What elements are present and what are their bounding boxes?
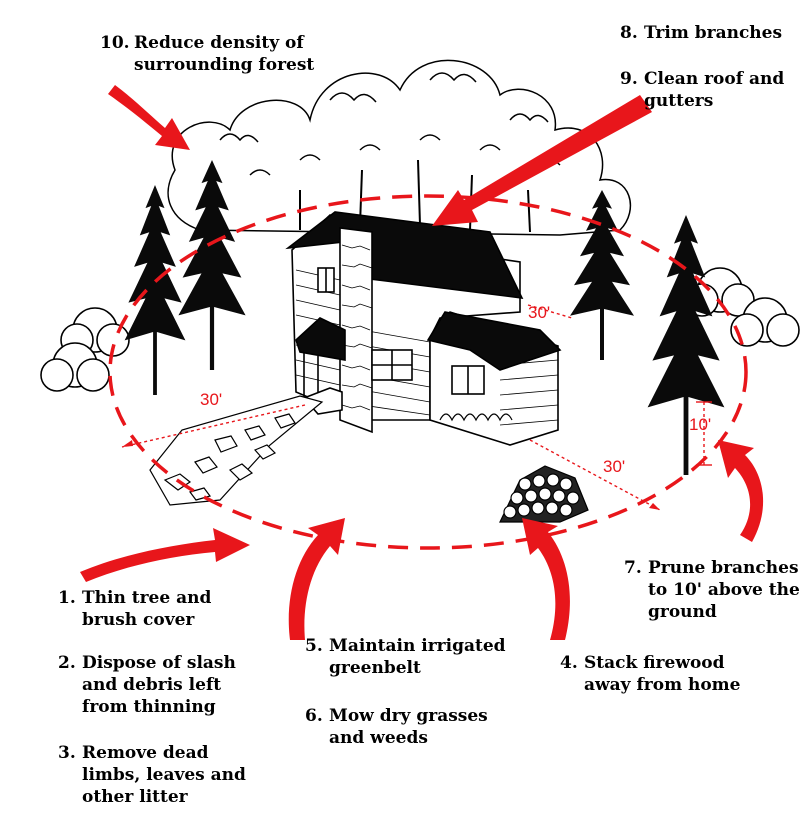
- step-number: 2.: [58, 653, 76, 673]
- step-4-label: 4. Stack firewood away from home: [560, 652, 740, 696]
- step-8-label: 8. Trim branches: [620, 22, 782, 44]
- step-number: 10.: [100, 33, 130, 53]
- step-line: Trim branches: [644, 23, 783, 43]
- step-number: 4.: [560, 653, 578, 673]
- house: [285, 211, 562, 446]
- step-number: 9.: [620, 69, 638, 89]
- defensible-space-boundary: [108, 194, 748, 550]
- step-5-label: 5. Maintain irrigated greenbelt: [305, 635, 506, 679]
- step-6-label: 6. Mow dry grasses and weeds: [305, 705, 488, 749]
- back-distance-label: 30': [528, 303, 550, 322]
- step-2-label: 2. Dispose of slash and debris left from …: [58, 652, 236, 718]
- step-line: ground: [648, 602, 717, 622]
- step-10-label: 10.Reduce density of surrounding forest: [100, 32, 314, 76]
- step-number: 8.: [620, 23, 638, 43]
- step-number: 6.: [305, 706, 323, 726]
- step-line: and weeds: [329, 728, 428, 748]
- step-3-label: 3. Remove dead limbs, leaves and other li…: [58, 742, 246, 808]
- step-line: gutters: [644, 91, 714, 111]
- step-line: Clean roof and: [644, 69, 785, 89]
- surrounding-forest: [167, 59, 631, 236]
- step-line: Mow dry grasses: [329, 706, 488, 726]
- firewood-pile: [499, 465, 589, 523]
- step-line: Dispose of slash: [82, 653, 236, 673]
- step-number: 5.: [305, 636, 323, 656]
- step-line: and debris left: [82, 675, 222, 695]
- arrow-clean-roof: [432, 95, 652, 226]
- step-number: 1.: [58, 588, 76, 608]
- front-distance-label: 30': [603, 457, 625, 476]
- left-distance-label: 30': [200, 390, 222, 409]
- step-line: greenbelt: [329, 658, 421, 678]
- step-number: 3.: [58, 743, 76, 763]
- step-line: Reduce density of: [134, 33, 304, 53]
- step-9-label: 9. Clean roof and gutters: [620, 68, 784, 112]
- step-line: surrounding forest: [134, 55, 315, 75]
- arrow-reduce-density: [108, 85, 190, 150]
- measurement-labels: 30' 30' 30' 10': [200, 303, 711, 476]
- step-line: Remove dead: [82, 743, 209, 763]
- step-line: Stack firewood: [584, 653, 725, 673]
- step-line: other litter: [82, 787, 188, 807]
- step-line: away from home: [584, 675, 741, 695]
- step-line: Maintain irrigated: [329, 636, 506, 656]
- arrow-prune-branches: [718, 440, 764, 542]
- step-number: 7.: [624, 558, 642, 578]
- step-line: brush cover: [82, 610, 195, 630]
- step-line: Thin tree and: [82, 588, 212, 608]
- left-shrubs: [40, 307, 130, 392]
- stone-walkway: [149, 395, 324, 506]
- callout-arrows: [80, 85, 764, 640]
- arrow-stack-firewood: [522, 518, 570, 640]
- step-1-label: 1. Thin tree and brush cover: [58, 587, 211, 631]
- step-line: limbs, leaves and: [82, 765, 246, 785]
- step-line: Prune branches: [648, 558, 799, 578]
- arrow-thin-cover: [80, 528, 250, 582]
- step-line: to 10' above the: [648, 580, 800, 600]
- step-7-label: 7. Prune branches to 10' above the ground: [624, 557, 800, 623]
- prune-height-label: 10': [689, 415, 711, 434]
- step-line: from thinning: [82, 697, 216, 717]
- arrow-irrigated-greenbelt: [288, 518, 345, 640]
- measurement-lines: [121, 304, 712, 511]
